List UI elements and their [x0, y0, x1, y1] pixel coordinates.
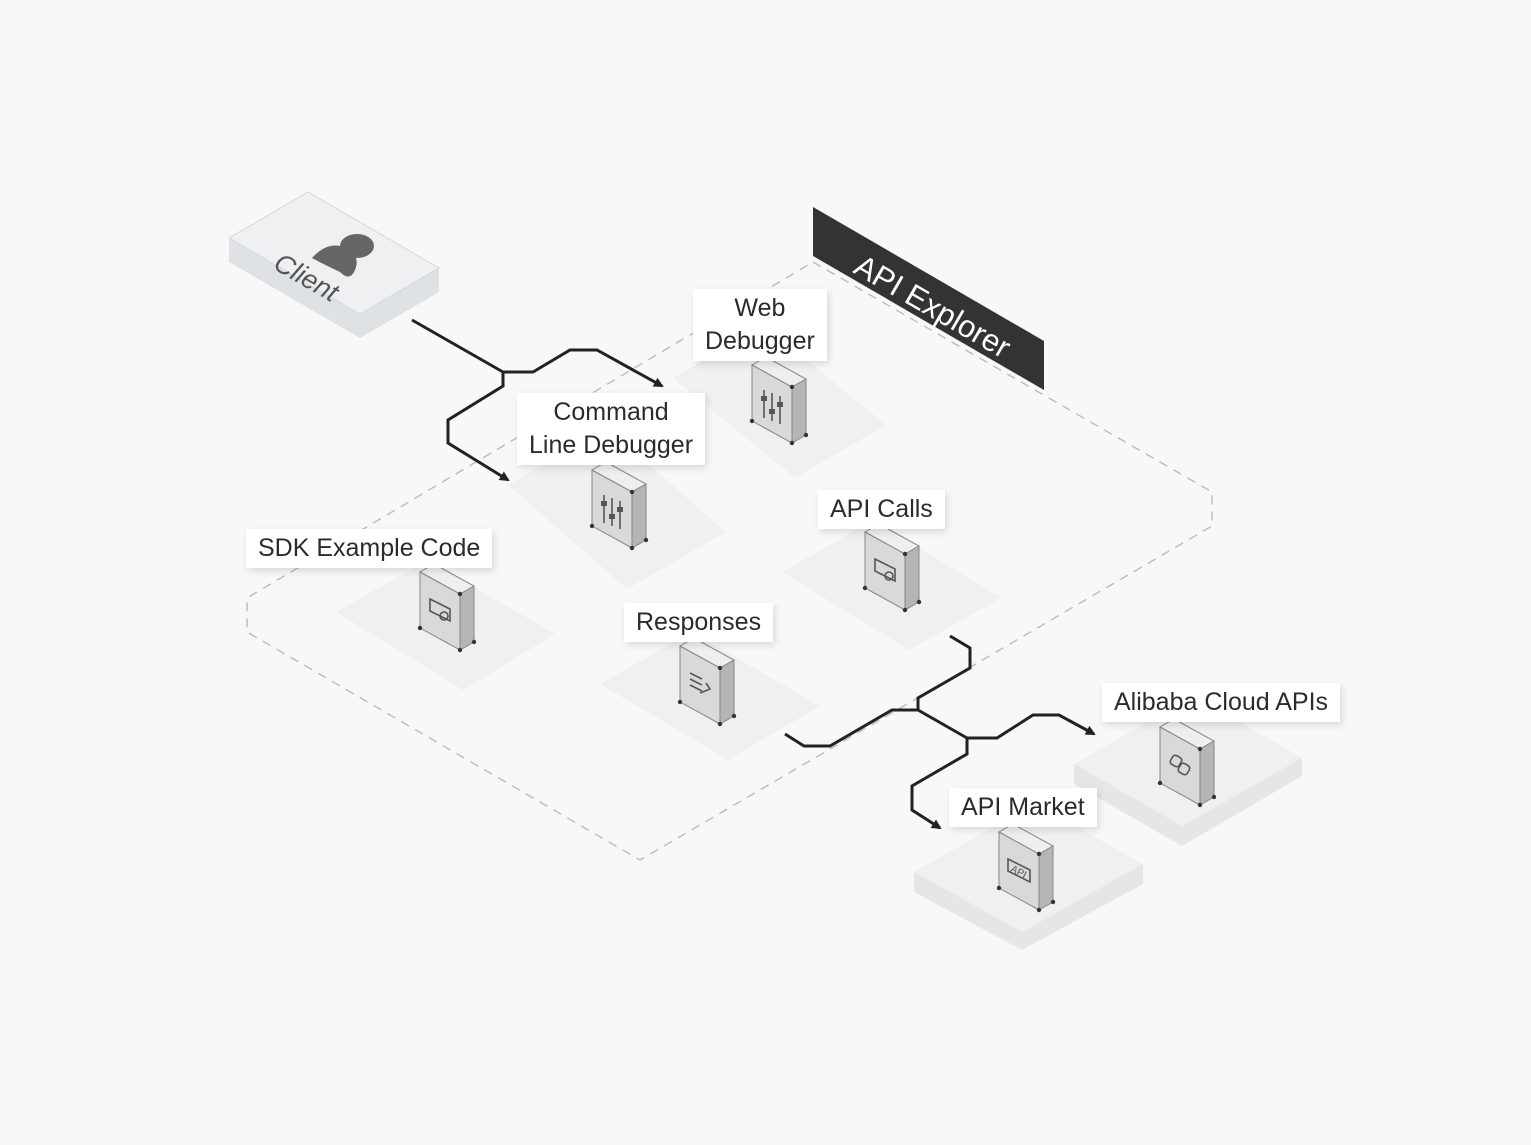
output-connectors [784, 634, 1096, 830]
client-to-cli-debugger [446, 372, 510, 482]
sdk-example-label: SDK Example Code [246, 529, 493, 568]
alibaba-cloud-apis-label: Alibaba Cloud APIs [1102, 683, 1341, 722]
client-to-web-debugger [503, 348, 664, 388]
cli-debugger-device [589, 461, 649, 551]
link-icon [1169, 754, 1191, 776]
api-explorer-title: API Explorer [849, 248, 1017, 365]
api-calls-device [862, 523, 922, 613]
client-trunk [411, 318, 504, 374]
user-icon [312, 234, 374, 277]
api-calls-out [916, 634, 972, 710]
api-market-device: API [996, 823, 1056, 913]
responses-label: Responses [624, 603, 774, 642]
device-layer: API [417, 356, 1217, 913]
hub-to-branch [917, 708, 968, 740]
sliders-icon [761, 390, 783, 424]
api-explorer-region [246, 261, 1213, 861]
list-arrow-icon [689, 672, 712, 694]
responses-out [784, 708, 918, 748]
client-connectors [411, 318, 664, 482]
api-explorer-banner: API Explorer [813, 207, 1044, 390]
web-debugger-label: Web Debugger [693, 289, 827, 361]
cli-debugger-label: Command Line Debugger [517, 393, 706, 465]
api-calls-label: API Calls [818, 490, 945, 529]
alibaba-cloud-apis-device [1157, 718, 1217, 808]
window-gear-icon [874, 557, 896, 583]
window-gear-icon [429, 597, 451, 623]
web-debugger-device [749, 356, 809, 446]
client-tile[interactable]: Client [228, 191, 440, 338]
sdk-example-device [417, 563, 477, 653]
to-api-market [910, 738, 969, 830]
api-market-label: API Market [949, 788, 1097, 827]
sliders-icon [601, 495, 623, 529]
responses-device [677, 637, 737, 727]
to-alibaba-cloud-apis [967, 713, 1096, 740]
